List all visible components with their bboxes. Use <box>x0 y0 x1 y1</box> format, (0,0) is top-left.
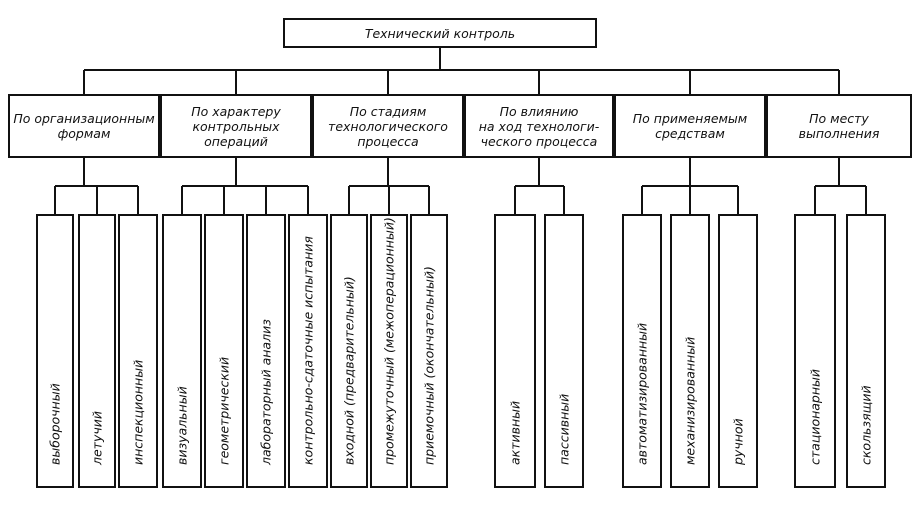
leaf-stationary: стационарный <box>794 214 836 488</box>
leaf-label: летучий <box>89 411 105 465</box>
leaf-label: лабораторный анализ <box>258 319 274 465</box>
leaf-inspection: инспекционный <box>118 214 158 488</box>
category-label: По стадиям технологического процесса <box>328 103 448 149</box>
leaf-geometric: геометрический <box>204 214 244 488</box>
leaf-mechanized: механизированный <box>670 214 710 488</box>
leaf-intermediate: промежуточный (межоперационный) <box>370 214 408 488</box>
leaf-label: активный <box>507 400 523 465</box>
category-label: По месту выполнения <box>798 111 880 141</box>
leaf-passive: пассивный <box>544 214 584 488</box>
leaf-label: визуальный <box>174 386 190 465</box>
leaf-label: скользящий <box>858 385 874 465</box>
leaf-lab-analysis: лабораторный анализ <box>246 214 286 488</box>
leaf-label: контрольно-сдаточные испытания <box>300 236 316 465</box>
root-node: Технический контроль <box>283 18 597 48</box>
category-label: По применяемым средствам <box>632 111 748 141</box>
leaf-label: приемочный (окончательный) <box>421 266 437 465</box>
category-label: По организационным формам <box>13 111 155 141</box>
leaf-label: стационарный <box>807 368 823 465</box>
leaf-sliding: скользящий <box>846 214 886 488</box>
leaf-label: входной (предварительный) <box>341 276 357 465</box>
leaf-acceptance-tests: контрольно-сдаточные испытания <box>288 214 328 488</box>
leaf-active: активный <box>494 214 536 488</box>
leaf-selective: выборочный <box>36 214 74 488</box>
leaf-automated: автоматизированный <box>622 214 662 488</box>
category-organizational-forms: По организационным формам <box>8 94 160 158</box>
category-process-stages: По стадиям технологического процесса <box>312 94 464 158</box>
leaf-final: приемочный (окончательный) <box>410 214 448 488</box>
category-operation-type: По характеру контрольных операций <box>160 94 312 158</box>
leaf-visual: визуальный <box>162 214 202 488</box>
leaf-flying: летучий <box>78 214 116 488</box>
leaf-label: ручной <box>730 418 746 465</box>
root-label: Технический контроль <box>364 25 516 41</box>
leaf-label: выборочный <box>47 383 63 465</box>
leaf-label: механизированный <box>682 336 698 465</box>
category-process-influence: По влиянию на ход технологи- ческого про… <box>464 94 614 158</box>
category-label: По влиянию на ход технологи- ческого про… <box>478 103 600 149</box>
leaf-label: инспекционный <box>130 359 146 465</box>
leaf-incoming: входной (предварительный) <box>330 214 368 488</box>
category-label: По характеру контрольных операций <box>191 103 281 149</box>
leaf-label: пассивный <box>556 393 572 465</box>
leaf-label: автоматизированный <box>634 322 650 465</box>
category-place-of-execution: По месту выполнения <box>766 94 912 158</box>
category-means-used: По применяемым средствам <box>614 94 766 158</box>
leaf-label: геометрический <box>216 356 232 465</box>
leaf-manual: ручной <box>718 214 758 488</box>
leaf-label: промежуточный (межоперационный) <box>381 217 397 465</box>
